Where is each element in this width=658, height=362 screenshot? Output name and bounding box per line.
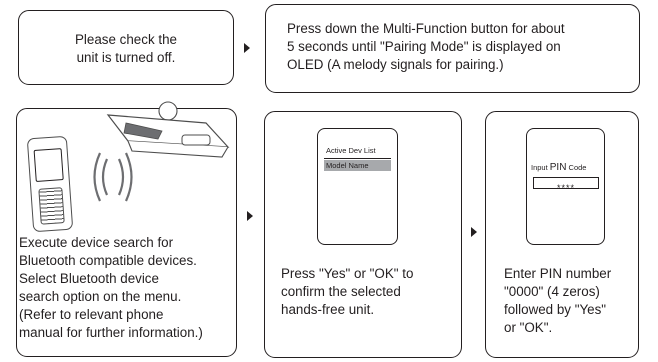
phone-keypad	[38, 187, 65, 225]
step-2-text: Press down the Multi-Function button for…	[287, 20, 637, 74]
arrow-right-icon	[471, 227, 477, 237]
pin-prompt-pre: Input	[531, 163, 550, 172]
screen-divider	[324, 158, 391, 159]
arrow-right-icon	[244, 43, 250, 53]
step-5-line: "0000" (4 zeros)	[504, 284, 600, 299]
arrow-right-icon	[247, 211, 253, 221]
pin-prompt: Input PIN Code	[531, 162, 587, 173]
step-5-line: or "OK".	[504, 320, 553, 335]
step-2-box: Press down the Multi-Function button for…	[265, 4, 640, 93]
step-3-line: Execute device search for	[19, 235, 174, 250]
car-kit-device-icon	[106, 101, 230, 158]
step-4-box: Active Dev List Model Name Press "Yes" o…	[264, 111, 462, 358]
masked-pin: ****	[556, 183, 575, 193]
step-5-line: followed by "Yes"	[504, 302, 607, 317]
step-3-box: Execute device search for Bluetooth comp…	[16, 101, 237, 357]
step-1-line: unit is turned off.	[76, 50, 176, 65]
step-4-line: Press "Yes" or "OK" to	[281, 266, 414, 281]
step-5-line: Enter PIN number	[504, 266, 612, 281]
pin-entry-field: ****	[533, 177, 599, 193]
step-4-text: Press "Yes" or "OK" to confirm the selec…	[281, 265, 461, 319]
step-3-line: search option on the menu.	[19, 289, 182, 304]
pin-prompt-post: Code	[566, 163, 587, 172]
step-1-box: Please check the unit is turned off.	[18, 10, 234, 85]
pin-prompt-pin: PIN	[549, 162, 567, 173]
bluetooth-signal-waves-icon	[93, 152, 133, 202]
phone-display-frame: Input PIN Code ****	[526, 128, 605, 245]
step-2-line: Press down the Multi-Function button for…	[287, 21, 565, 36]
screen-title: Active Dev List	[326, 146, 376, 155]
step-3-line: manual for further information.)	[19, 325, 203, 340]
selected-list-item: Model Name	[324, 160, 391, 171]
step-5-text: Enter PIN number "0000" (4 zeros) follow…	[504, 265, 638, 337]
step-4-line: hands-free unit.	[281, 302, 375, 317]
step-2-line: 5 seconds until "Pairing Mode" is displa…	[287, 39, 561, 54]
step-2-line: OLED (A melody signals for pairing.)	[287, 57, 504, 72]
phone-display-frame: Active Dev List Model Name	[317, 128, 398, 245]
step-1-line: Please check the	[75, 32, 177, 47]
step-5-box: Input PIN Code **** Enter PIN number "00…	[485, 111, 639, 358]
step-3-text: Execute device search for Bluetooth comp…	[19, 234, 237, 342]
step-3-line: (Refer to relevant phone	[19, 307, 164, 322]
step-1-text: Please check the unit is turned off.	[19, 31, 233, 67]
phone-screen	[33, 148, 64, 182]
step-3-line: Bluetooth compatible devices.	[19, 253, 197, 268]
step-3-line: Select Bluetooth device	[19, 271, 159, 286]
step-4-line: confirm the selected	[281, 284, 401, 299]
mobile-phone-icon	[26, 135, 74, 233]
